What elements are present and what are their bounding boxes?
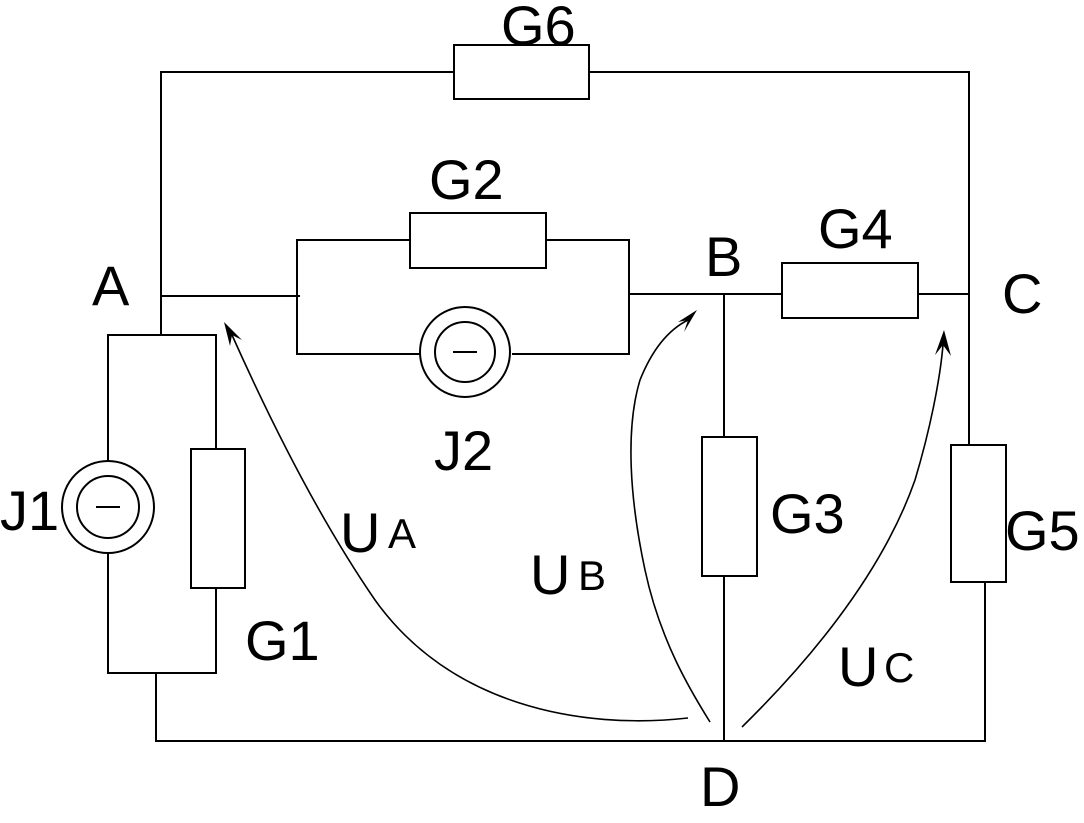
g4-label: G4 [818,197,893,260]
ua-arrowhead [224,322,242,346]
voltage-arrows [224,310,951,728]
wire-g2-left [296,239,420,355]
wire-top-loop [160,71,454,335]
current-source-j2 [419,306,511,398]
ua-main-label: U [340,501,380,564]
g1-label: G1 [245,609,320,672]
wire-j1-g1-box [107,334,217,460]
wire-top-right [589,71,970,445]
g5-label: G5 [1005,499,1080,562]
node-d-label: D [700,755,740,818]
ua-sub-label: A [388,510,416,557]
uc-arrow [741,344,944,728]
ub-arrow [630,319,711,723]
wire-j1-g1-box-bottom [107,553,217,674]
g6-resistor [453,44,590,100]
node-b-label: B [705,225,742,288]
j2-label: J2 [434,419,493,482]
g3-label: G3 [770,482,845,545]
g3-resistor [701,436,758,577]
wire-bottom-rail [155,582,986,742]
node-a-label: A [92,254,130,317]
wires [107,71,986,742]
g5-resistor [950,444,1007,583]
conductors [190,44,1007,589]
g4-resistor [781,262,919,319]
ub-main-label: U [530,543,570,606]
g2-label: G2 [429,148,504,211]
g6-label: G6 [501,0,576,57]
uc-sub-label: C [884,644,914,691]
g1-resistor [190,448,246,589]
ua-arrow [231,334,689,722]
node-c-label: C [1002,262,1042,325]
wire-g2-right [512,239,630,355]
ub-sub-label: B [578,552,606,599]
j1-label: J1 [0,479,59,542]
g2-resistor [409,212,547,269]
ub-arrowhead [678,310,697,332]
uc-main-label: U [838,635,878,698]
uc-arrowhead [935,330,951,356]
current-source-j1 [61,460,155,554]
